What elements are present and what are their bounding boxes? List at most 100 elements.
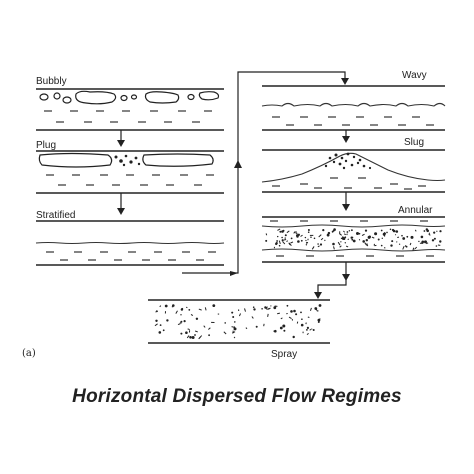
spray-droplet bbox=[300, 311, 302, 314]
spray-droplet bbox=[274, 329, 277, 333]
annular-film-dashes bbox=[270, 220, 434, 257]
spray-droplet bbox=[251, 316, 254, 319]
spray-droplet bbox=[190, 314, 194, 316]
annular-droplet bbox=[309, 234, 314, 236]
spray-droplet bbox=[238, 309, 240, 312]
spray-droplet bbox=[155, 309, 158, 313]
spray-droplet bbox=[290, 310, 293, 313]
annular-droplet bbox=[423, 230, 426, 232]
spray-droplet bbox=[317, 318, 321, 322]
annular-droplet bbox=[340, 241, 342, 243]
spray-droplet bbox=[179, 322, 182, 324]
spray-droplet bbox=[318, 304, 322, 307]
annular-droplet bbox=[317, 245, 320, 248]
annular-droplet bbox=[307, 231, 310, 233]
spray-droplet bbox=[292, 335, 295, 339]
annular-droplet bbox=[361, 233, 365, 237]
annular-droplet bbox=[402, 245, 405, 250]
annular-droplet bbox=[305, 241, 309, 244]
annular-droplet bbox=[343, 233, 346, 236]
spray-droplet bbox=[273, 306, 277, 310]
annular-droplet bbox=[339, 231, 341, 235]
annular-droplet bbox=[433, 231, 436, 234]
spray-droplet bbox=[211, 321, 215, 323]
stratified-liquid-dashes bbox=[46, 251, 216, 261]
spray-droplet bbox=[164, 311, 166, 314]
arrow-slug-to-annular bbox=[342, 192, 350, 211]
annular-droplet bbox=[356, 232, 359, 235]
annular-droplet bbox=[436, 230, 438, 233]
annular-droplet bbox=[298, 234, 300, 236]
spray-droplet bbox=[204, 307, 207, 311]
annular-droplet bbox=[358, 232, 361, 235]
annular-droplet bbox=[310, 236, 312, 238]
annular-droplet bbox=[373, 243, 376, 246]
annular-droplet bbox=[410, 235, 414, 239]
spray-droplet bbox=[267, 313, 269, 317]
annular-droplet bbox=[307, 238, 309, 241]
annular-droplet bbox=[365, 239, 368, 242]
spray-droplet bbox=[191, 336, 195, 339]
annular-droplet bbox=[364, 229, 368, 232]
spray-droplet bbox=[255, 325, 258, 328]
annular-droplet bbox=[414, 246, 418, 250]
slug-interface bbox=[261, 152, 446, 183]
spray-droplet bbox=[314, 307, 318, 310]
annular-droplet bbox=[300, 239, 303, 242]
spray-droplet bbox=[311, 328, 313, 330]
spray-droplet bbox=[295, 313, 298, 316]
annular-droplet bbox=[342, 230, 346, 233]
spray-droplet bbox=[208, 334, 211, 337]
annular-droplet bbox=[419, 242, 424, 244]
spray-droplet bbox=[309, 307, 312, 311]
annular-droplet bbox=[428, 232, 431, 234]
annular-droplet bbox=[320, 237, 324, 241]
spray-droplet bbox=[286, 313, 288, 315]
annular-droplet bbox=[322, 229, 325, 232]
arrow-annular-to-spray bbox=[314, 262, 350, 299]
annular-droplet bbox=[421, 240, 425, 244]
annular-droplet bbox=[265, 233, 268, 236]
slug-liquid-dashes bbox=[272, 177, 426, 190]
annular-droplet bbox=[344, 242, 346, 244]
spray-droplet bbox=[252, 306, 255, 309]
annular-droplet bbox=[396, 241, 398, 243]
annular-upper-film bbox=[261, 224, 446, 228]
annular-droplet bbox=[386, 231, 388, 234]
spray-droplet bbox=[283, 329, 286, 332]
annular-droplet bbox=[352, 239, 356, 243]
annular-droplet bbox=[327, 231, 331, 235]
spray-droplet bbox=[203, 325, 206, 328]
spray-droplet bbox=[302, 331, 304, 334]
annular-lower-film bbox=[261, 248, 446, 252]
spray-droplet bbox=[296, 321, 299, 324]
spray-droplet bbox=[198, 308, 202, 311]
arrow-stratified-to-wavy bbox=[182, 71, 349, 276]
spray-droplet bbox=[212, 304, 216, 307]
wavy-liquid-dashes bbox=[272, 116, 434, 126]
bubbly-liquid-dashes bbox=[44, 110, 212, 123]
spray-droplet bbox=[317, 321, 320, 323]
spray-droplet bbox=[307, 316, 310, 318]
spray-droplet bbox=[277, 312, 280, 315]
annular-droplet bbox=[290, 237, 293, 240]
annular-droplet bbox=[439, 240, 442, 243]
spray-droplet bbox=[183, 320, 186, 323]
spray-droplet bbox=[286, 304, 289, 307]
spray-droplet bbox=[233, 336, 236, 339]
annular-droplet bbox=[319, 243, 323, 246]
annular-droplet bbox=[383, 232, 387, 235]
annular-droplet bbox=[377, 238, 380, 241]
spray-droplet bbox=[158, 331, 162, 334]
spray-droplet bbox=[188, 330, 191, 333]
annular-droplet bbox=[339, 245, 342, 248]
annular-droplet bbox=[351, 238, 354, 241]
spray-droplet bbox=[234, 321, 236, 323]
spray-droplet bbox=[159, 324, 162, 326]
spray-droplet bbox=[232, 316, 235, 318]
annular-droplet bbox=[304, 236, 307, 239]
annular-droplet bbox=[409, 242, 412, 246]
spray-pipe: Spray bbox=[148, 299, 330, 360]
annular-label: Annular bbox=[398, 205, 433, 216]
annular-droplet bbox=[405, 245, 408, 248]
